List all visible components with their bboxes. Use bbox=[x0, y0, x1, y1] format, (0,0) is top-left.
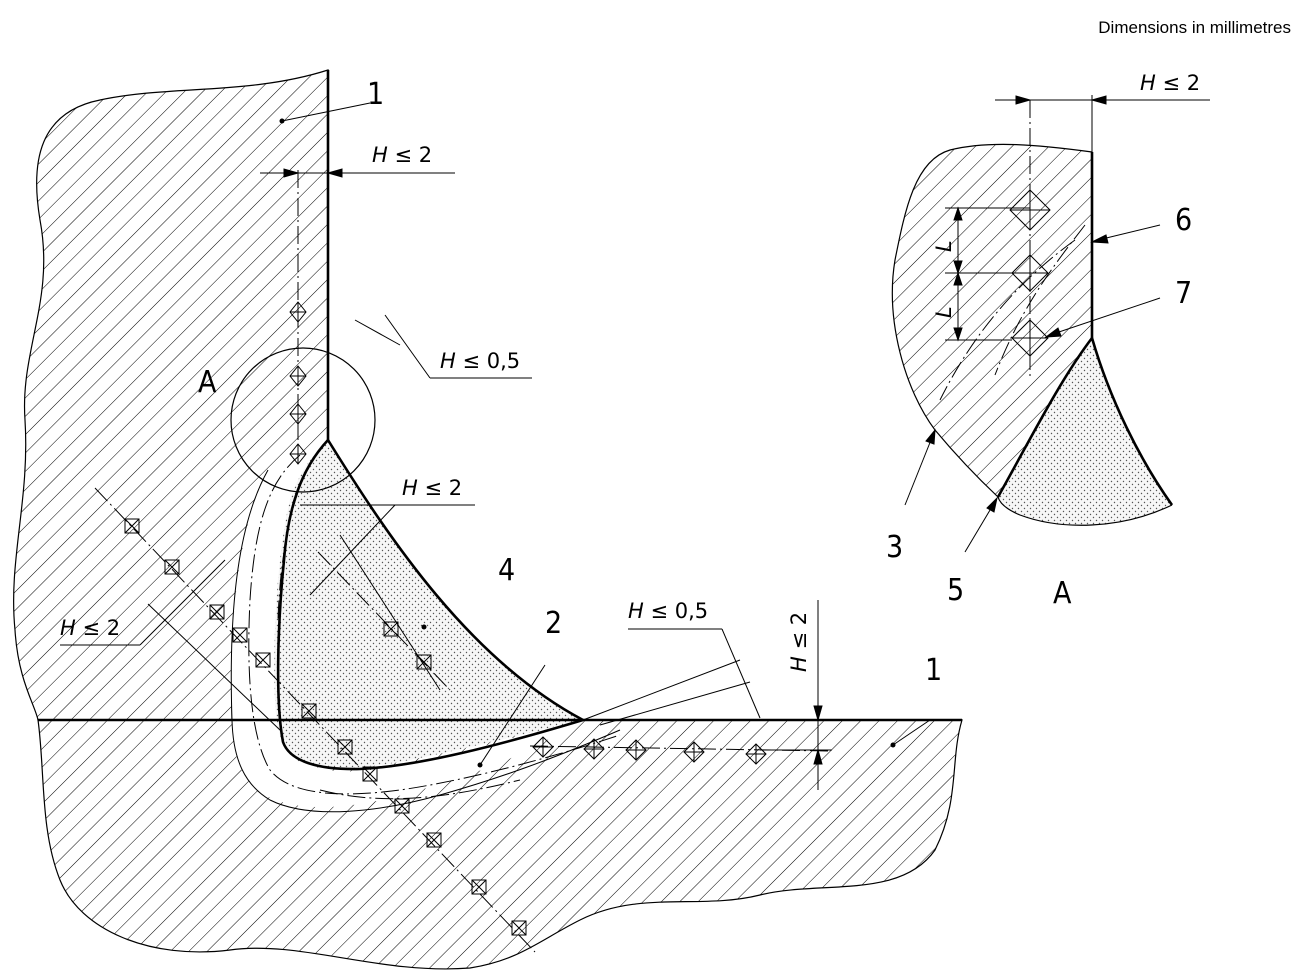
label-fusion-boundary-5: 5 bbox=[947, 573, 964, 608]
detail-dim-h-value: ≤ 2 bbox=[1156, 71, 1200, 95]
traverse-horizontal bbox=[529, 745, 831, 752]
dim-h-vertical-symbol: H bbox=[372, 143, 388, 167]
haz-band bbox=[231, 440, 580, 808]
dim-h-weld-metal-value: ≤ 2 bbox=[418, 476, 462, 500]
label-detail-a: A bbox=[198, 365, 217, 400]
traverse-diagonal-1 bbox=[94, 487, 536, 953]
svg-text:H ≤ 2: H ≤ 2 bbox=[372, 143, 432, 167]
label-weld-metal-4: 4 bbox=[498, 553, 515, 588]
traverse-haz-curve bbox=[248, 454, 621, 795]
dim-h-root-left-value: ≤ 2 bbox=[76, 616, 120, 640]
svg-text:H ≤ 2: H ≤ 2 bbox=[1140, 71, 1200, 95]
dim-h-horizontal-face-symbol: H bbox=[628, 599, 644, 623]
detail-a-fusion-line bbox=[996, 337, 1094, 498]
svg-text:H ≤ 0,5: H ≤ 0,5 bbox=[440, 349, 520, 373]
dim-h-root-left-symbol: H bbox=[60, 616, 76, 640]
traverse-bottom bbox=[319, 779, 521, 800]
label-detail-title-a: A bbox=[1053, 576, 1072, 611]
detail-dim-l-upper: L bbox=[932, 240, 956, 252]
detail-a-weld bbox=[998, 338, 1172, 526]
label-root-2: 2 bbox=[545, 606, 562, 641]
svg-text:H ≤ 2: H ≤ 2 bbox=[787, 612, 811, 672]
traverse-root bbox=[277, 464, 311, 621]
traverse-diagonal-2 bbox=[317, 551, 451, 691]
haz-boundary bbox=[230, 469, 621, 813]
detail-a-indents bbox=[1009, 189, 1051, 357]
units-note: Dimensions in millimetres bbox=[1098, 18, 1291, 37]
svg-text:H ≤ 2: H ≤ 2 bbox=[402, 476, 462, 500]
dim-h-weld-face-value: ≤ 0,5 bbox=[456, 349, 520, 373]
detail-a-dimensions bbox=[904, 95, 1210, 553]
label-part-1-top: 1 bbox=[367, 77, 384, 112]
dim-h-horizontal-plate-value: ≤ 2 bbox=[787, 612, 811, 656]
svg-text:H ≤ 2: H ≤ 2 bbox=[60, 616, 120, 640]
dim-h-horizontal-plate-symbol: H bbox=[787, 656, 811, 672]
detail-dim-h-symbol: H bbox=[1140, 71, 1156, 95]
label-surface-6: 6 bbox=[1175, 203, 1192, 238]
weld-metal bbox=[274, 440, 583, 768]
label-indent-7: 7 bbox=[1175, 276, 1192, 311]
detail-dim-l-lower: L bbox=[932, 306, 956, 318]
weld-face-line bbox=[326, 439, 584, 722]
detail-circle-a bbox=[230, 347, 376, 493]
label-fusion-line-3: 3 bbox=[886, 530, 903, 565]
indent-column-vertical bbox=[289, 301, 307, 465]
dim-h-vertical-value: ≤ 2 bbox=[388, 143, 432, 167]
dim-h-weld-metal-symbol: H bbox=[402, 476, 418, 500]
dim-h-horizontal-face-value: ≤ 0,5 bbox=[644, 599, 708, 623]
indent-row-horizontal bbox=[532, 736, 767, 765]
svg-text:H ≤ 0,5: H ≤ 0,5 bbox=[628, 599, 708, 623]
label-part-1-bottom: 1 bbox=[925, 653, 942, 688]
dimension-lines-main bbox=[60, 102, 931, 790]
dim-h-weld-face-symbol: H bbox=[440, 349, 456, 373]
